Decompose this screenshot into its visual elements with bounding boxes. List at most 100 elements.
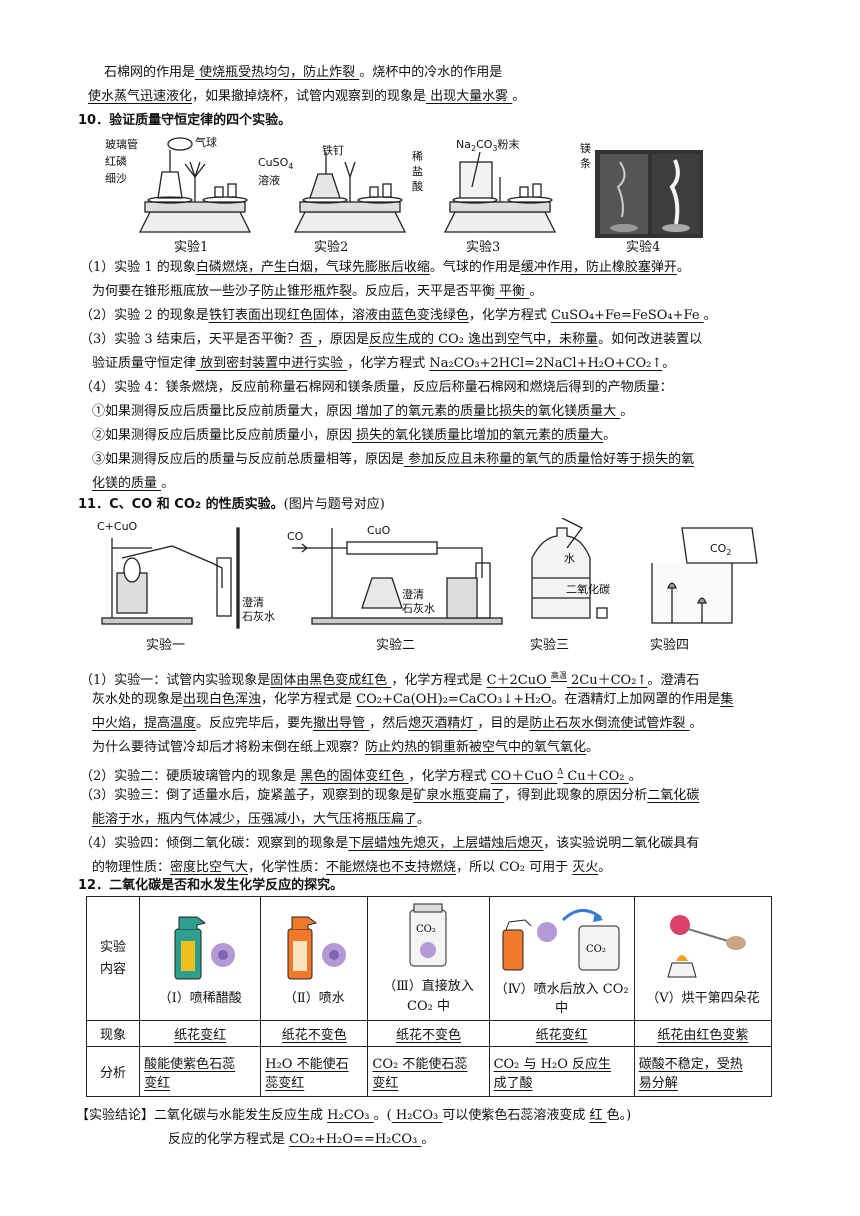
text: 石棉网的作用是 xyxy=(104,65,196,80)
text-line: （1）实验一：试管内实验现象是固体由黑色变成红色 ，化学方程式是 C＋2CuO … xyxy=(80,671,700,688)
balance-1 xyxy=(138,137,252,233)
label-limewater: 石灰水 xyxy=(402,601,435,615)
label-cuso4: CuSO4 xyxy=(258,156,293,171)
caption-exp1: 实验1 xyxy=(174,240,209,255)
exp-label: （Ⅰ）喷稀醋酸 xyxy=(158,991,242,1006)
label-glass-tube: 玻璃管 xyxy=(105,137,138,151)
text-line: 反应的化学方程式是 CO₂+H₂O==H₂CO₃ 。 xyxy=(168,1132,435,1147)
text: ，如果撤掉烧杯，试管内观察到的现象是 xyxy=(192,89,427,104)
phenomenon: 纸花不变色 xyxy=(281,1028,347,1043)
label-strip: 条 xyxy=(580,156,591,170)
text-line: （1）实验 1 的现象白磷燃烧，产生白烟，气球先膨胀后收缩。气球的作用是缓冲作用… xyxy=(80,260,690,275)
analysis: 易分解 xyxy=(638,1075,678,1091)
label-dilute: 稀 xyxy=(412,150,423,163)
label-co2-bottle: 二氧化碳 xyxy=(566,582,610,596)
caption-exp-one: 实验一 xyxy=(146,638,186,653)
label-limewater: 澄清 xyxy=(242,595,264,609)
analysis: 酸能使紫色石蕊 xyxy=(144,1056,236,1072)
text: 。 xyxy=(512,89,526,104)
balance-3 xyxy=(443,151,557,233)
caption-exp2: 实验2 xyxy=(314,240,349,255)
analysis: H₂O 不能使石 xyxy=(265,1056,349,1072)
label-acid: 酸 xyxy=(412,179,423,193)
text-line: 的物理性质：密度比空气大，化学性质：不能燃烧也不支持燃烧，所以 CO₂ 可用于 … xyxy=(92,860,612,875)
cell-exp-4: CO₂ （Ⅳ）喷水后放入 CO₂ 中 xyxy=(488,896,635,1021)
exp-label: （Ⅴ）烘干第四朵花 xyxy=(646,991,760,1006)
label-co2: CO2 xyxy=(710,542,731,557)
answer: 出现大量水雾 xyxy=(426,89,513,104)
label-magnesium: 镁 xyxy=(580,141,591,155)
cell-exp-1: （Ⅰ）喷稀醋酸 xyxy=(139,896,262,1021)
section-title: 10．验证质量守恒定律的四个实验。 xyxy=(78,113,292,128)
analysis: 碳酸不稳定，受热 xyxy=(638,1056,743,1072)
analysis: 变红 xyxy=(144,1075,171,1091)
label-sand: 细沙 xyxy=(105,172,127,185)
text-line: ②如果测得反应后质量比反应前质量小，原因 损失的氧化镁质量比增加的氧元素的质量大… xyxy=(92,428,617,443)
carbon-experiments-figure: C+CuO 澄清 石灰水 CO CuO 澄清 石灰水 水 二氧化碳 CO2 xyxy=(97,518,758,629)
text-line: ①如果测得反应后质量比反应前质量大，原因 增加了的氧元素的质量比损失的氧化镁质量… xyxy=(92,404,634,419)
text-line: ③如果测得反应后的质量与反应前总质量相等，原因是 参加反应且未称量的氧气的质量恰… xyxy=(92,452,695,467)
experiment-two-apparatus xyxy=(292,528,503,625)
experiment-one-apparatus xyxy=(101,527,240,629)
label-c-cuo: C+CuO xyxy=(97,520,138,533)
spray-bottle-flower-icon xyxy=(174,916,236,980)
jar-co2-label: CO₂ xyxy=(416,924,436,935)
exp-label: （Ⅳ）喷水后放入 CO₂ 中 xyxy=(494,981,629,1016)
label-balloon: 气球 xyxy=(195,135,217,149)
label-solution: 溶液 xyxy=(258,173,280,187)
text-line: 能溶于水，瓶内气体减少，压强减小，大气压将瓶压扁了。 xyxy=(92,812,431,827)
exp-label: （Ⅱ）喷水 xyxy=(283,991,345,1006)
text-line: （2）实验二：硬质玻璃管内的现象是 黑色的固体变红色 ，化学方程式 CO＋CuO… xyxy=(80,767,642,784)
label-na2co3-powder: Na2CO3粉末 xyxy=(456,137,520,153)
label-hydrochloric: 盐 xyxy=(412,165,423,178)
row-label: 现象 xyxy=(85,1020,141,1047)
label-limewater: 石灰水 xyxy=(242,609,275,623)
analysis: 变红 xyxy=(372,1075,399,1091)
text-line: （4）实验 4：镁条燃烧，反应前称量石棉网和镁条质量，反应后称量石棉网和燃烧后得… xyxy=(80,380,673,395)
experiment-four-beaker xyxy=(651,527,758,624)
cell-exp-5: （Ⅴ）烘干第四朵花 xyxy=(633,896,773,1021)
balance-2 xyxy=(293,152,407,233)
phenomenon: 纸花由红色变紫 xyxy=(657,1028,749,1043)
analysis: CO₂ 与 H₂O 反应生 xyxy=(493,1056,611,1072)
text-line: （4）实验四：倾倒二氧化碳：观察到的现象是下层蜡烛先熄灭，上层蜡烛后熄灭，该实验… xyxy=(80,836,700,851)
caption-exp4: 实验4 xyxy=(626,240,661,255)
caption-exp3: 实验3 xyxy=(466,240,501,255)
co2-jar-icon: CO₂ xyxy=(409,903,447,967)
spray-bottle-flower-icon xyxy=(287,916,347,980)
cell-exp-2: （Ⅱ）喷水 xyxy=(260,896,369,1021)
phenomenon: 纸花变红 xyxy=(174,1028,227,1043)
table-row: 现象 纸花变红 纸花不变色 纸花不变色 纸花变红 纸花由红色变紫 xyxy=(85,1020,773,1047)
text-line: （3）实验三：倒了适量水后，旋紧盖子，观察到的现象是矿泉水瓶变扁了，得到此现象的… xyxy=(80,788,700,803)
analysis: CO₂ 不能使石蕊 xyxy=(372,1056,468,1072)
experiment-three-bottle xyxy=(531,518,608,619)
text-line: 石棉网的作用是 使烧瓶受热均匀，防止炸裂 。烧杯中的冷水的作用是 xyxy=(104,63,502,83)
caption-exp-four: 实验四 xyxy=(650,638,690,653)
text-line: 灰水处的现象是出现白色浑浊，化学方程式是 CO₂+Ca(OH)₂=CaCO₃↓+… xyxy=(92,692,734,707)
exp-label: CO₂ 中 xyxy=(407,999,450,1014)
row-label: 分析 xyxy=(85,1046,141,1097)
table-row: 分析 酸能使紫色石蕊变红 H₂O 不能使石蕊变红 CO₂ 不能使石蕊变红 CO₂… xyxy=(85,1046,773,1097)
phenomenon: 纸花变红 xyxy=(535,1028,588,1043)
magnesium-photo xyxy=(595,150,703,238)
label-cuo: CuO xyxy=(367,524,391,537)
caption-exp-three: 实验三 xyxy=(530,638,570,653)
text-line: 【实验结论】二氧化碳与水能发生反应生成 H₂CO₃ 。( H₂CO₃ 可以使紫色… xyxy=(76,1108,632,1123)
jar-co2-label: CO₂ xyxy=(586,944,606,955)
answer: 使水蒸气迅速液化 xyxy=(88,89,193,104)
answer: 使烧瓶受热均匀，防止炸裂 xyxy=(195,65,360,80)
text-line: （2）实验 2 的现象是铁钉表面出现红色固体，溶液由蓝色变浅绿色，化学方程式 C… xyxy=(80,308,717,323)
label-water: 水 xyxy=(564,552,575,565)
spray-then-jar-icon: CO₂ xyxy=(502,908,620,970)
text-line: 验证质量守恒定律 放到密封装置中进行实验 ，化学方程式 Na₂CO₃+2HCl=… xyxy=(92,356,676,371)
label-limewater: 澄清 xyxy=(402,587,424,601)
balance-experiments-figure: 玻璃管 气球 红磷 细沙 CuSO4 溶液 铁钉 稀 盐 酸 Na2CO3粉末 … xyxy=(105,135,703,238)
label-red-phosphorus: 红磷 xyxy=(105,155,127,168)
caption-exp-two: 实验二 xyxy=(376,638,416,653)
text-line: 为什么要待试管冷却后才将粉末倒在纸上观察？防止灼热的铜重新被空气中的氧气氧化。 xyxy=(92,740,600,755)
label-co: CO xyxy=(287,530,304,543)
text-line: （3）实验 3 结束后，天平是否平衡？否 ，原因是反应生成的 CO₂ 逸出到空气… xyxy=(80,332,703,347)
text-line: 化镁的质量 。 xyxy=(92,476,175,491)
analysis: 成了酸 xyxy=(493,1075,533,1091)
